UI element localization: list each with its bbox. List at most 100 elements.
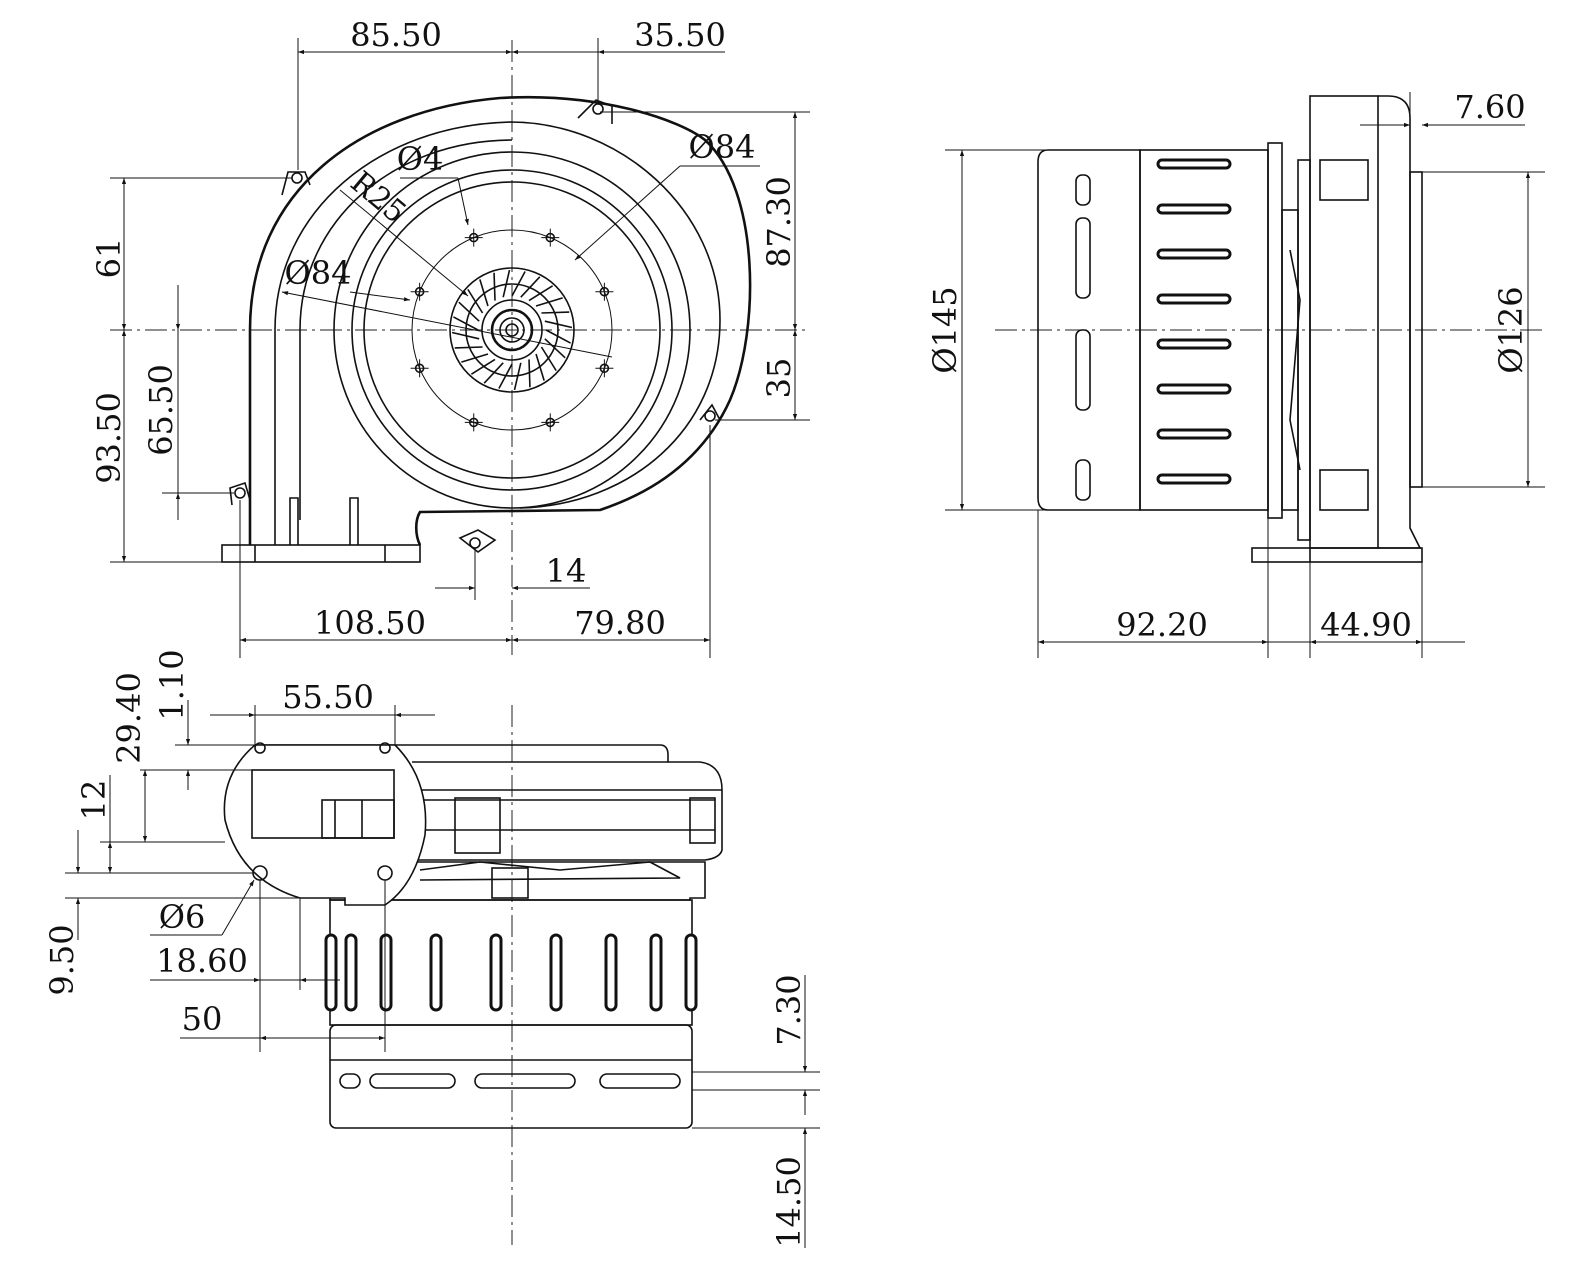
- notch-b: [379, 742, 391, 754]
- end-cap-slot: [1075, 217, 1091, 299]
- bolt-circle: [411, 229, 613, 431]
- end-slot: [599, 1073, 681, 1089]
- housing-back: [1297, 159, 1311, 541]
- impeller-blade: [545, 329, 571, 344]
- impeller-blade: [535, 297, 563, 307]
- impeller-blade: [544, 338, 566, 359]
- impeller-ring-2: [351, 169, 673, 491]
- dim-v3-label: 12: [75, 780, 113, 821]
- dim-left-lower-label: 93.50: [90, 392, 128, 484]
- mount-hole-right: [704, 410, 716, 422]
- dim-bottom-left-label: 92.20: [1116, 606, 1208, 644]
- impeller-blade: [535, 353, 545, 381]
- motor-end-bottom: [329, 1024, 693, 1129]
- impeller-blade: [470, 358, 496, 375]
- impeller-ring-3: [363, 181, 661, 479]
- mount-lug-left: [281, 171, 311, 196]
- dim-left-upper-label: 61: [90, 238, 128, 279]
- impeller-blade: [453, 316, 479, 331]
- dim-v2-label: 29.40: [110, 672, 148, 764]
- impeller-blade: [513, 362, 522, 391]
- bottom-view: 55.50 1.10 29.40 12 9.50 Ø6 18.60 50: [43, 649, 820, 1248]
- vent-slot: [684, 933, 698, 1012]
- bottom-end-slots: [339, 1073, 681, 1089]
- housing-top-outline: [255, 744, 723, 861]
- dim-right-upper-label: 87.30: [760, 176, 798, 268]
- shaft-outer: [490, 308, 534, 352]
- leader-hole-2: [457, 177, 469, 226]
- impeller-blade: [498, 363, 513, 389]
- end-cap-slot: [1075, 174, 1091, 206]
- housing-inner-rib-2: [1319, 469, 1369, 511]
- volute-housing-inner-2: [299, 139, 513, 520]
- mount-lug-bottom: [458, 529, 497, 553]
- impeller-blade: [454, 346, 483, 349]
- vent-slot: [324, 933, 338, 1012]
- dim-diameter-right-label: Ø126: [1492, 286, 1530, 373]
- volute-housing-outline: [248, 95, 752, 546]
- bracket-detail-circle: [223, 744, 427, 906]
- hub-ring-3: [481, 299, 543, 361]
- dim-top-width-label: 55.50: [282, 678, 374, 716]
- vent-slot: [1156, 248, 1232, 260]
- hub-ring: [449, 267, 575, 393]
- outlet-rib-2: [349, 497, 359, 545]
- mount-hole-left: [291, 172, 303, 184]
- impeller-blade: [461, 353, 489, 363]
- outlet-rib-1: [289, 497, 299, 545]
- vent-slot: [489, 933, 503, 1012]
- side-view: Ø145 Ø126 7.60 92.20 44.90: [926, 88, 1545, 658]
- vent-slot: [649, 933, 663, 1012]
- hub-block: [491, 867, 529, 899]
- impeller-blade: [483, 362, 504, 384]
- vent-slot: [1156, 473, 1232, 485]
- impeller-blade: [544, 320, 573, 329]
- impeller-blade: [540, 346, 557, 372]
- impeller-blade: [467, 288, 484, 314]
- mount-hole-top: [592, 103, 604, 115]
- impeller-blade: [458, 301, 480, 322]
- housing-inner-rib: [1319, 159, 1369, 201]
- impeller-blade: [511, 271, 526, 297]
- impeller-blade: [451, 331, 480, 340]
- bracket-insert: [321, 799, 395, 839]
- fan-blade-layer: [419, 861, 681, 881]
- motor-end-cap: [1037, 149, 1141, 511]
- end-slot: [369, 1073, 456, 1089]
- dim-top-right-label: 7.60: [1454, 88, 1525, 126]
- housing-block: [454, 797, 501, 854]
- mount-lug-lower-left: [229, 481, 251, 506]
- bottom-vent-slots: [324, 933, 698, 1012]
- end-cap-slot: [1075, 459, 1091, 501]
- housing-rounded: [1378, 95, 1422, 549]
- leader-dia-inner-arrow: [349, 291, 411, 302]
- vent-slot: [1156, 338, 1232, 350]
- dim-bottom-right-label: 44.90: [1320, 606, 1412, 644]
- mount-lug-top: [577, 99, 613, 124]
- shaft-core: [505, 323, 519, 337]
- dim-right-lower-label: 35: [760, 358, 798, 399]
- impeller-blade: [520, 276, 541, 298]
- vent-slot: [379, 933, 393, 1012]
- volute-housing-inner: [274, 121, 721, 545]
- notch-a: [254, 742, 266, 754]
- vent-slot: [549, 933, 563, 1012]
- dim-h2-label: 50: [182, 1000, 223, 1038]
- bolt-holes: [410, 228, 614, 432]
- dim-hole-label: Ø4: [397, 140, 444, 178]
- impeller-blade: [502, 269, 511, 298]
- dim-hole-label: Ø6: [159, 898, 206, 936]
- housing-block-2: [689, 797, 716, 844]
- dim-bottom-left-label: 108.50: [314, 604, 426, 642]
- hub-ring-2: [465, 283, 559, 377]
- leader-dia-upper-2: [574, 165, 681, 261]
- dim-v4-label: 9.50: [43, 924, 81, 995]
- motor-vent-slots: [1156, 158, 1232, 485]
- vent-slot: [604, 933, 618, 1012]
- leader-dia-inner: [281, 291, 613, 358]
- vent-slot: [1156, 428, 1232, 440]
- plate-detail: [1289, 249, 1301, 471]
- vent-slot: [1156, 203, 1232, 215]
- vent-slot: [344, 933, 358, 1012]
